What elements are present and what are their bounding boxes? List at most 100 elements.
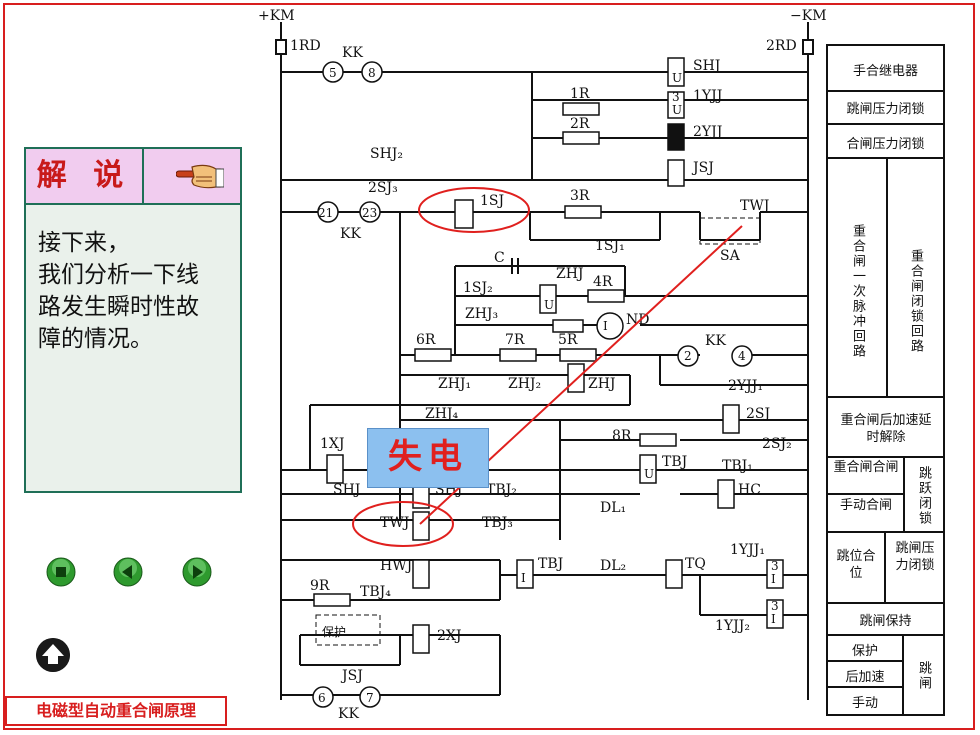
legend-cell: 合闸压力闭锁: [846, 137, 925, 152]
home-up-icon[interactable]: [36, 638, 70, 672]
label: HWJ: [380, 558, 412, 574]
label: ZHJ: [588, 376, 616, 392]
power-loss-badge: 失电: [367, 428, 489, 488]
label: 23: [362, 206, 377, 220]
legend-cell: 手合继电器: [852, 64, 918, 79]
stop-button-icon[interactable]: [46, 557, 76, 587]
pointing-hand-icon: [176, 164, 224, 189]
legend-cell: 跳位合位: [836, 549, 876, 581]
panel-line: 我们分析一下线: [38, 262, 199, 288]
label: ZHJ₂: [508, 376, 541, 392]
label: TBJ₃: [482, 515, 513, 531]
footer-title: 电磁型自动重合闸原理: [5, 696, 227, 726]
legend-cell: 后加速: [845, 670, 885, 685]
legend-cell: 手动合闸: [839, 498, 892, 513]
panel-header: 解 说: [26, 149, 240, 205]
label: 保护: [322, 625, 346, 639]
label: 1YJJ₁: [730, 542, 765, 558]
label: TWJ: [740, 198, 769, 214]
legend-cell: 重合闸合闸: [833, 460, 899, 475]
label: I: [771, 612, 776, 626]
label: ZHJ: [556, 266, 584, 282]
label: I: [771, 572, 776, 586]
label: 8: [368, 66, 376, 80]
legend-cell: 跳闸压力闭锁: [895, 541, 935, 573]
label: −KM: [790, 8, 827, 24]
label: KK: [338, 706, 359, 722]
label: ZHJ₄: [425, 406, 459, 422]
legend-cell: 跳闸保持: [859, 614, 912, 629]
label: 4: [738, 349, 746, 363]
label: 2SJ: [746, 406, 770, 422]
label: 3R: [570, 188, 590, 204]
label: 3: [771, 599, 779, 613]
label: 5R: [558, 332, 578, 348]
label: 3: [672, 90, 680, 104]
label: 2YJJ₁: [728, 378, 763, 394]
label: C: [494, 250, 505, 266]
panel-line: 接下来，: [38, 230, 130, 256]
legend-cell: 重合闸后加速延时解除: [840, 413, 932, 445]
label: TBJ₂: [486, 482, 517, 498]
legend-cell: 跳跃闭锁: [916, 466, 931, 526]
label: U: [644, 467, 654, 481]
label: 2SJ₂: [762, 436, 792, 452]
label: 4R: [593, 274, 613, 290]
label: 1YJJ: [693, 88, 722, 104]
label: 1SJ: [480, 193, 504, 209]
label: TWJ: [380, 515, 409, 531]
label: DL₁: [600, 500, 626, 516]
label: 2XJ: [437, 628, 462, 644]
panel-line: 障的情况。: [38, 326, 153, 352]
label: 6: [318, 691, 326, 705]
kk-contact: [322, 61, 344, 83]
label: 6R: [416, 332, 436, 348]
legend-cell: 手动: [851, 696, 878, 711]
label: 2: [684, 349, 692, 363]
label: ZHJ₁: [438, 376, 471, 392]
label: DL₂: [600, 558, 626, 574]
legend-cell: 重合闸闭锁回路: [908, 248, 923, 354]
explanation-panel: 解 说 接下来， 我们分析一下线 路发生瞬时性故 障的情况。: [24, 147, 242, 493]
label: 7R: [505, 332, 525, 348]
label: 8R: [612, 428, 632, 444]
legend-cell: 跳闸: [916, 661, 931, 691]
label: I: [603, 319, 608, 333]
label: JSJ: [691, 160, 714, 176]
label: U: [672, 103, 682, 117]
label: KK: [340, 226, 361, 242]
panel-text: 接下来， 我们分析一下线 路发生瞬时性故 障的情况。: [38, 227, 238, 355]
label: I: [521, 571, 526, 585]
label: SHJ₂: [370, 146, 403, 162]
legend-cell: 跳闸压力闭锁: [846, 102, 925, 117]
label: TBJ: [662, 454, 687, 470]
label: 1R: [570, 86, 590, 102]
label: 1XJ: [320, 436, 345, 452]
label: 2RD: [766, 38, 797, 54]
label: 3: [771, 559, 779, 573]
slide-frame: [3, 3, 975, 730]
label: TBJ₁: [722, 458, 753, 474]
label: 2R: [570, 116, 590, 132]
prev-button-icon[interactable]: [113, 557, 143, 587]
label: TBJ₄: [360, 584, 391, 600]
label: 21: [318, 206, 333, 220]
panel-line: 路发生瞬时性故: [38, 294, 199, 320]
label: 1SJ₁: [595, 238, 625, 254]
label: SHJ: [333, 482, 360, 498]
label: HC: [738, 482, 761, 498]
label: 1RD: [290, 38, 321, 54]
highlight-ellipse-1sj: [418, 187, 530, 233]
legend-cell: 重合闸一次脉冲回路: [850, 223, 865, 359]
legend-table: 手合继电器 跳闸压力闭锁 合闸压力闭锁 重合闸一次脉冲回路 重合闸闭锁回路 重合…: [826, 44, 945, 716]
label: KK: [705, 333, 726, 349]
label: +KM: [258, 8, 295, 24]
next-button-icon[interactable]: [182, 557, 212, 587]
label: 2SJ₃: [368, 180, 398, 196]
label: 7: [366, 691, 374, 705]
label: TQ: [685, 556, 706, 572]
label: 1SJ₂: [463, 280, 493, 296]
label: 9R: [310, 578, 330, 594]
label: KK: [342, 45, 363, 61]
